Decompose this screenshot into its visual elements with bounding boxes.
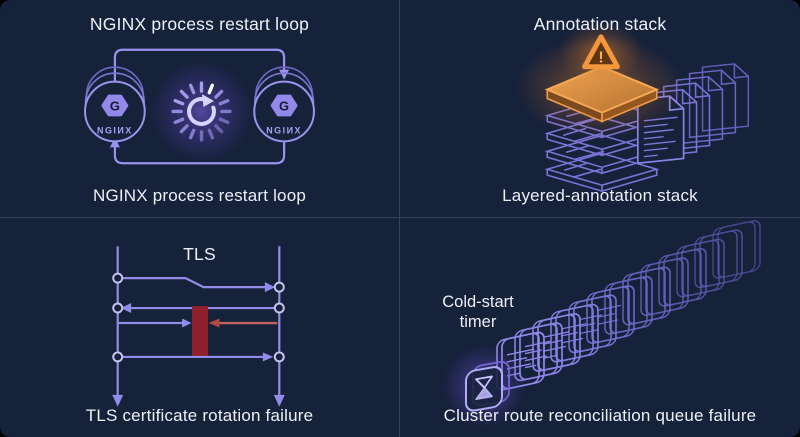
queue-card (640, 257, 689, 317)
blocked-bar-icon (192, 306, 208, 358)
svg-text:G: G (110, 98, 120, 113)
hourglass-icon (442, 344, 526, 428)
document-icon (688, 69, 737, 139)
message-arrow-right (122, 352, 274, 362)
panel-caption: NGINX process restart loop (92, 186, 307, 205)
panel-caption: TLS certificate rotation failure (85, 406, 314, 425)
queue-card (712, 220, 761, 279)
endpoint-nodes (112, 272, 285, 363)
panel-tls-rotation: TLS TLS certificate rotation failure (0, 218, 400, 437)
lifeline-arrowhead (273, 394, 285, 407)
panel-nginx-restart-loop: G NGIИX G NGIИX (0, 0, 400, 218)
panel-annotation-stack: ! Annotation stack Layered-annotation st… (400, 0, 800, 218)
queue-cards (496, 220, 761, 391)
nginx-node-right: G NGIИX (253, 66, 315, 143)
queue-card (604, 275, 653, 335)
queue-card (676, 238, 725, 298)
restart-loop-arrows (113, 48, 286, 165)
nginx-wordmark: NGIИX (97, 125, 133, 135)
annotation-layer (544, 152, 660, 193)
queue-card (532, 312, 581, 372)
svg-text:G: G (279, 98, 289, 113)
nginx-wordmark: NGIИX (266, 125, 302, 135)
alert-layer (515, 35, 685, 140)
lifelines (116, 246, 281, 396)
queue-art (442, 220, 761, 428)
panel-caption: Cluster route reconciliation queue failu… (443, 406, 757, 425)
panel-title: TLS (183, 244, 216, 264)
nginx-loop-art: G NGIИX G NGIИX (84, 48, 315, 165)
loop-arrowhead-down (279, 69, 290, 80)
message-arrow-jog (122, 277, 276, 293)
panel-caption: Layered-annotation stack (502, 186, 698, 205)
document-icon (701, 63, 750, 132)
nginx-logo-icon: G (270, 94, 298, 117)
panel-title: NGINX process restart loop (89, 14, 310, 34)
message-arrow-into-bar (117, 318, 192, 328)
cold-start-timer-label: Cold-start timer (442, 293, 514, 332)
panel-reconciliation-queue: Cold-start timer Cluster route reconcili… (400, 218, 800, 437)
panel-title: Annotation stack (533, 14, 667, 34)
restart-spinner-icon (149, 59, 254, 164)
queue-card (586, 285, 635, 344)
queue-card (622, 266, 671, 326)
queue-card (658, 247, 707, 307)
tls-sequence-art (112, 246, 285, 407)
nginx-node-left: G NGIИX (84, 66, 146, 143)
lifeline-arrowhead (112, 394, 124, 407)
message-arrow-rejected (208, 318, 278, 328)
warning-triangle-icon: ! (559, 21, 643, 82)
svg-text:!: ! (598, 50, 603, 67)
annotation-stack-art: ! (515, 21, 750, 193)
queue-card (694, 229, 743, 289)
nginx-logo-icon: G (101, 94, 129, 117)
